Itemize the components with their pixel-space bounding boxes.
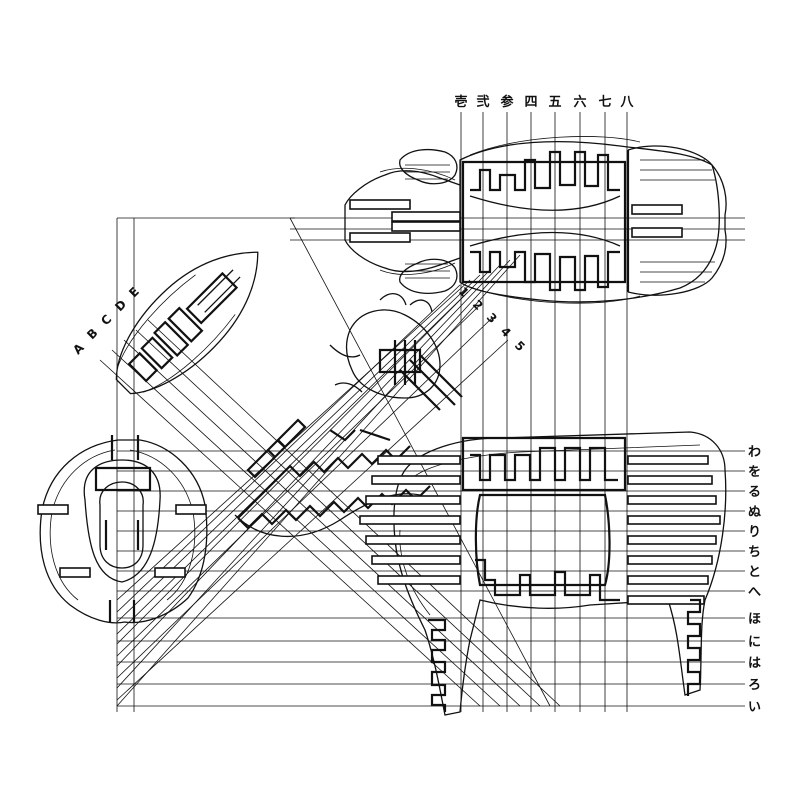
side-slat xyxy=(627,575,709,585)
row-label: い xyxy=(748,700,761,715)
construction-grid xyxy=(99,112,745,712)
column-label: 弐 xyxy=(476,94,489,110)
grid-diagonal-line xyxy=(111,349,501,707)
grid-diagonal-line xyxy=(116,259,511,689)
grid-diagonal-line xyxy=(116,274,481,623)
grid-diagonal-line xyxy=(116,284,461,613)
row-label: ほ xyxy=(748,612,761,627)
side-slat xyxy=(627,555,713,565)
top-column-labels: 壱弐参四五六七八 xyxy=(454,94,634,110)
side-slat xyxy=(377,455,461,465)
side-slat xyxy=(627,595,705,605)
row-label: わ xyxy=(748,445,761,460)
side-slat xyxy=(371,555,461,565)
side-slat xyxy=(627,495,717,505)
grid-diagonal-line xyxy=(116,269,491,645)
side-slat xyxy=(627,455,709,465)
column-label: 五 xyxy=(548,95,561,110)
letter-label: A xyxy=(70,340,87,357)
top-view xyxy=(344,136,727,304)
column-label: 四 xyxy=(524,95,537,110)
number-label: 5 xyxy=(512,338,528,354)
row-label: に xyxy=(748,635,761,650)
column-label: 六 xyxy=(573,94,586,110)
grid-diagonal-line xyxy=(116,254,521,707)
row-label: は xyxy=(748,656,761,671)
side-slat xyxy=(365,495,461,505)
row-label: へ xyxy=(748,585,761,600)
grid-diagonal-line xyxy=(116,339,509,701)
row-label: る xyxy=(748,485,761,500)
grid-diagonal-line xyxy=(123,339,521,707)
side-slat xyxy=(371,475,461,485)
column-label: 壱 xyxy=(454,94,467,110)
grid-diagonal-line xyxy=(147,319,561,707)
column-label: 七 xyxy=(598,95,611,110)
front-view xyxy=(37,435,208,624)
column-label: 八 xyxy=(619,95,634,110)
side-slat xyxy=(627,535,717,545)
letter-label: B xyxy=(84,326,100,342)
grid-diagonal-line xyxy=(116,264,501,667)
side-slat xyxy=(627,515,721,525)
side-slat xyxy=(365,535,461,545)
row-label: を xyxy=(748,465,761,480)
row-label: と xyxy=(748,565,761,580)
row-label: り xyxy=(748,525,761,540)
diagonal-head-view xyxy=(115,251,259,395)
row-label: ろ xyxy=(748,678,761,693)
grid-diagonal-line xyxy=(135,329,541,707)
letter-label: D xyxy=(112,297,129,314)
row-label: ぬ xyxy=(748,505,761,520)
row-label: ち xyxy=(748,545,761,560)
diagonal-horned-head xyxy=(329,293,463,411)
letter-label: E xyxy=(126,284,142,300)
grid-diagonal-line xyxy=(99,359,481,707)
side-slat xyxy=(359,515,461,525)
side-slat xyxy=(627,475,713,485)
side-slat xyxy=(377,575,461,585)
letter-label: C xyxy=(98,312,114,328)
column-label: 参 xyxy=(500,94,514,110)
number-label: 4 xyxy=(498,324,514,340)
side-view xyxy=(359,431,727,716)
